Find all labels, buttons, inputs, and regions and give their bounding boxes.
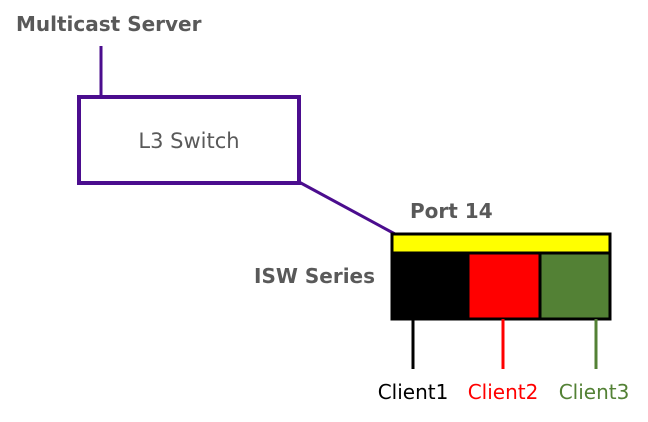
isw-series-label: ISW Series	[254, 264, 375, 288]
client1-label: Client1	[378, 380, 449, 404]
port14-label: Port 14	[410, 199, 493, 223]
switch-to-port14-line	[298, 180, 396, 236]
isw-switch	[390, 232, 612, 321]
client3-label: Client3	[559, 380, 630, 404]
client2-label: Client2	[468, 380, 539, 404]
client2-port-block	[466, 251, 542, 321]
l3-switch-label: L3 Switch	[138, 129, 239, 153]
port14-bar	[390, 232, 612, 255]
multicast-server-label: Multicast Server	[16, 12, 202, 36]
client3-port-block	[538, 251, 612, 321]
l3-switch-box	[77, 95, 301, 185]
client1-port-block	[390, 251, 470, 321]
